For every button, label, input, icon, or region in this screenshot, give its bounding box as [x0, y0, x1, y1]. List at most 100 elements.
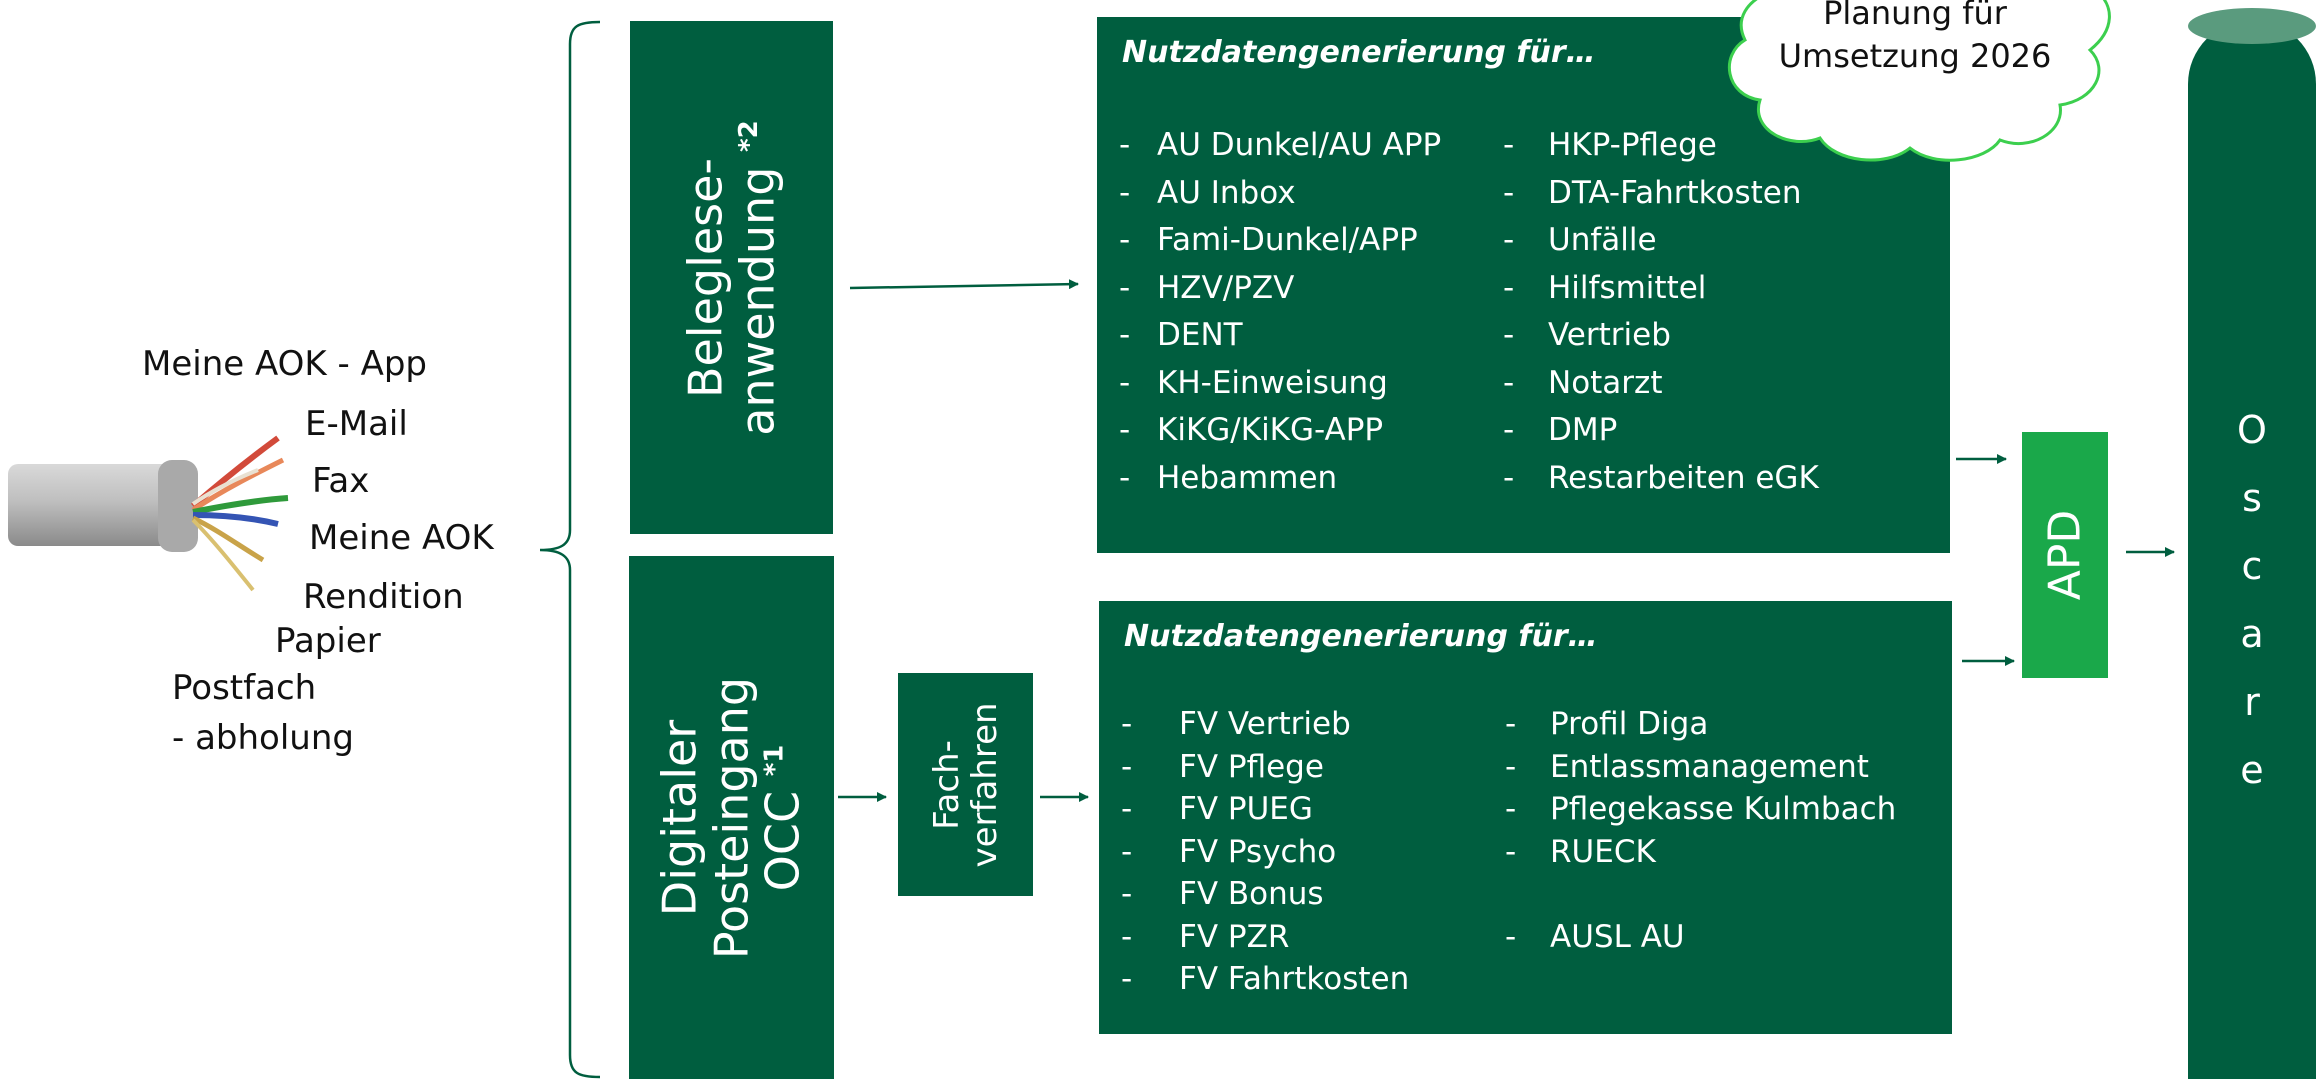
list-bullet-dash: -: [1505, 918, 1517, 955]
panel-top-title: Nutzdatengenerierung für…: [1122, 35, 1596, 70]
list-item: -Hebammen: [1119, 460, 1499, 508]
list-bullet-dash: -: [1121, 833, 1133, 870]
source-email: E-Mail: [305, 404, 408, 444]
source-postfach: Postfach: [172, 668, 317, 708]
list-item-text: FV PUEG: [1179, 791, 1313, 827]
list-item: -KiKG/KiKG-APP: [1119, 412, 1499, 460]
list-bullet-dash: -: [1505, 706, 1517, 742]
panel-bottom: Nutzdatengenerierung für… -FV Vertrieb-F…: [1099, 601, 1952, 1034]
list-bullet-dash: -: [1503, 222, 1515, 258]
source-postfach-abholung: - abholung: [172, 718, 354, 758]
list-item-text: FV Bonus: [1179, 876, 1324, 912]
list-item-text: DMP: [1548, 412, 1618, 448]
list-item: -Restarbeiten eGK: [1503, 460, 1923, 508]
list-bullet-dash: -: [1503, 317, 1515, 353]
list-bullet-dash: -: [1503, 174, 1515, 211]
list-item-text: FV Fahrtkosten: [1179, 961, 1410, 997]
oscare-letter: c: [2241, 544, 2263, 588]
list-item-text: RUECK: [1550, 833, 1656, 870]
list-item-text: Profil Diga: [1550, 706, 1709, 742]
list-item-text: FV Pflege: [1179, 748, 1324, 785]
list-item-text: Hilfsmittel: [1548, 269, 1707, 306]
list-item: -DENT: [1119, 317, 1499, 365]
list-item: -Notarzt: [1503, 365, 1923, 413]
network-cable-icon: [8, 435, 289, 592]
list-bullet-dash: -: [1503, 364, 1515, 401]
apd-label: APD: [2039, 509, 2091, 601]
panel-top-col1: -AU Dunkel/AU APP-AU Inbox-Fami-Dunkel/A…: [1119, 127, 1499, 507]
oscare-cylinder-top: [2188, 8, 2316, 44]
list-item: -KH-Einweisung: [1119, 365, 1499, 413]
list-bullet-dash: -: [1121, 961, 1133, 997]
oscare-letter: r: [2244, 680, 2260, 724]
list-item-text: Notarzt: [1548, 364, 1663, 401]
cloud-line1: Planung für: [1823, 0, 2007, 32]
list-item-text: Hebammen: [1157, 459, 1338, 496]
list-item-text: Restarbeiten eGK: [1548, 459, 1819, 496]
list-item: [1505, 876, 1925, 919]
list-bullet-dash: -: [1121, 791, 1133, 827]
list-item-text: AU Inbox: [1157, 174, 1296, 211]
list-item-text: FV PZR: [1179, 918, 1290, 955]
belegleseanwendung-footnote: *2: [733, 119, 764, 152]
list-item-text: HZV/PZV: [1157, 269, 1295, 306]
belegleseanwendung-box: Beleglese- anwendung *2: [630, 21, 833, 534]
list-item: -AU Inbox: [1119, 175, 1499, 223]
list-item: -DMP: [1503, 412, 1923, 460]
list-item-text: Fami-Dunkel/APP: [1157, 222, 1418, 258]
list-bullet-dash: -: [1505, 791, 1517, 827]
list-item: -Pflegekasse Kulmbach: [1505, 791, 1925, 834]
source-fax: Fax: [312, 461, 370, 501]
list-item: [1505, 961, 1925, 1004]
oscare-letter: a: [2240, 612, 2264, 656]
list-item: -Unfälle: [1503, 222, 1923, 270]
list-item: -HZV/PZV: [1119, 270, 1499, 318]
belegleseanwendung-line1: Beleglese-: [677, 157, 732, 398]
list-item: -DTA-Fahrtkosten: [1503, 175, 1923, 223]
oscare-letter: s: [2242, 476, 2262, 520]
source-meine-aok-app: Meine AOK - App: [142, 344, 427, 384]
list-item-text: FV Vertrieb: [1179, 706, 1351, 742]
fachverfahren-line2: verfahren: [964, 701, 1005, 868]
list-item: -Fami-Dunkel/APP: [1119, 222, 1499, 270]
list-bullet-dash: -: [1119, 317, 1131, 353]
list-item: -Vertrieb: [1503, 317, 1923, 365]
panel-bottom-col1: - FV Vertrieb - FV Pflege - FV PUEG - FV Psycho…: [1121, 706, 1501, 1004]
panel-bottom-col2: -Profil Diga-Entlassmanagement-Pflegekas…: [1505, 706, 1925, 1004]
list-bullet-dash: -: [1121, 748, 1133, 785]
oscare-letter: O: [2237, 408, 2267, 452]
source-papier: Papier: [275, 621, 381, 661]
source-rendition: Rendition: [303, 577, 464, 617]
list-item-text: Vertrieb: [1548, 317, 1671, 353]
list-bullet-dash: -: [1503, 412, 1515, 448]
list-item: - FV Psycho: [1121, 834, 1501, 877]
list-bullet-dash: -: [1121, 706, 1133, 742]
list-item: - FV Bonus: [1121, 876, 1501, 919]
cloud-label: Planung für Umsetzung 2026: [1755, 0, 2075, 78]
panel-top-col2: -HKP-Pflege-DTA-Fahrtkosten-Unfälle-Hilf…: [1503, 127, 1923, 507]
fachverfahren-line1: Fach-: [926, 739, 967, 830]
list-item: -HKP-Pflege: [1503, 127, 1923, 175]
list-bullet-dash: -: [1505, 833, 1517, 870]
list-bullet-dash: -: [1119, 222, 1131, 258]
posteingang-footnote: *1: [758, 744, 789, 776]
list-item: -AU Dunkel/AU APP: [1119, 127, 1499, 175]
list-bullet-dash: -: [1119, 459, 1131, 496]
list-item-text: DENT: [1157, 317, 1243, 353]
arrow-beleg-to-top-panel: [849, 279, 1079, 290]
list-item: -Profil Diga: [1505, 706, 1925, 749]
list-item-text: Entlassmanagement: [1550, 748, 1869, 785]
cloud-shape: [1728, 0, 2111, 162]
list-item-text: AU Dunkel/AU APP: [1157, 127, 1442, 163]
list-bullet-dash: -: [1503, 459, 1515, 496]
list-bullet-dash: -: [1121, 876, 1133, 912]
source-meine-aok: Meine AOK: [309, 518, 494, 558]
list-bullet-dash: -: [1119, 364, 1131, 401]
apd-box: APD: [2022, 432, 2108, 678]
cloud-line2: Umsetzung 2026: [1778, 37, 2052, 76]
list-item-text: AUSL AU: [1550, 918, 1685, 955]
list-bullet-dash: -: [1503, 127, 1515, 163]
list-item-text: FV Psycho: [1179, 833, 1337, 870]
